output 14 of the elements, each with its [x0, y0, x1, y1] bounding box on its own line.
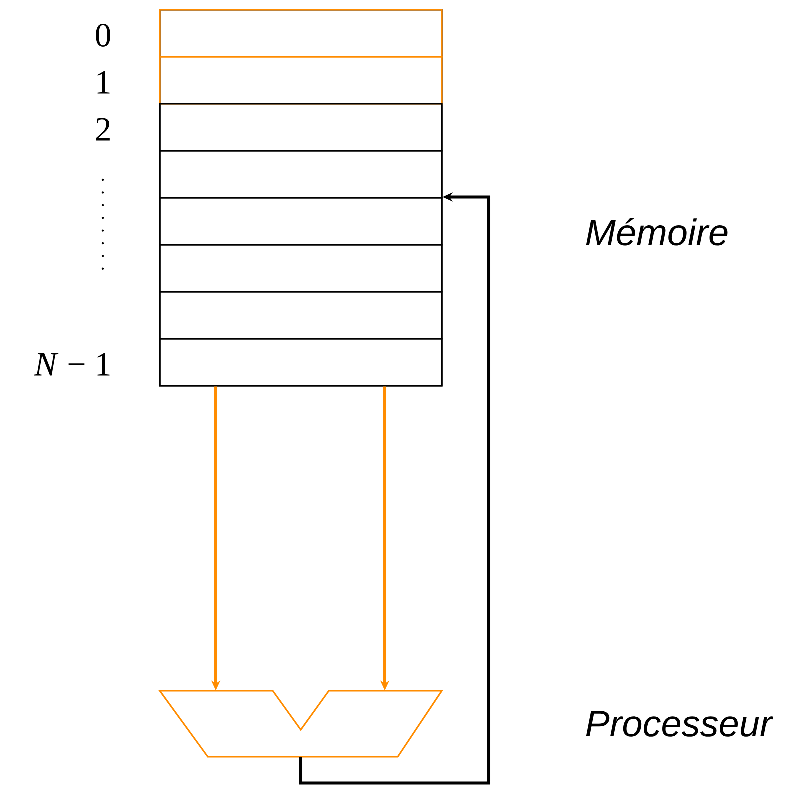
memory-cell: [159, 338, 443, 387]
index-label: 2: [96, 118, 110, 141]
memory-cell: [159, 9, 443, 58]
index-label: N − 1: [34, 353, 110, 376]
memory-cell: [159, 197, 443, 246]
memory-cell: [159, 103, 443, 152]
memory-cell: [159, 150, 443, 199]
processor-label: Processeur: [586, 711, 774, 737]
memory-cell: [159, 291, 443, 340]
memory-label: Mémoire: [586, 218, 728, 246]
index-label: 0: [96, 24, 110, 47]
index-label: 1: [98, 71, 110, 94]
memory-cell: [159, 244, 443, 293]
memory-cell: [159, 56, 443, 105]
